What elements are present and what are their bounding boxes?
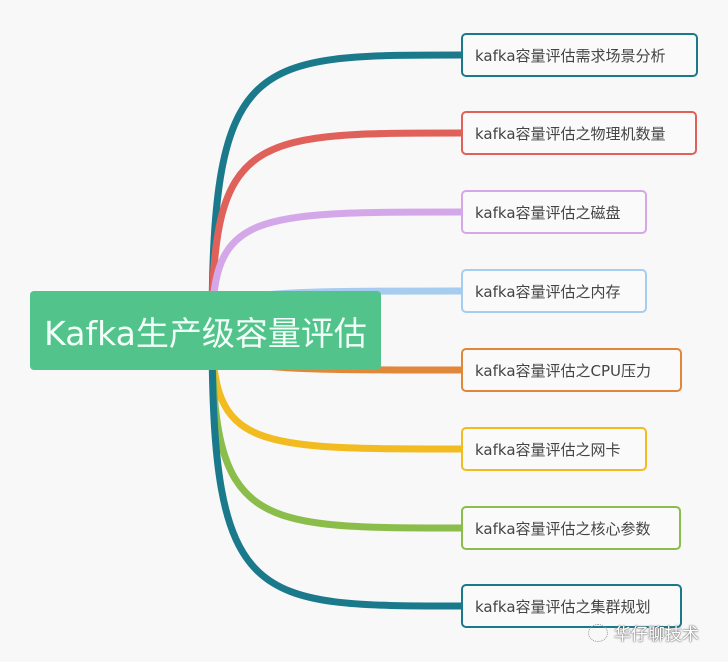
child-node[interactable]: kafka容量评估之物理机数量 <box>461 111 697 155</box>
branch-link <box>208 329 462 610</box>
child-node[interactable]: kafka容量评估之内存 <box>461 269 647 313</box>
child-node[interactable]: kafka容量评估之网卡 <box>461 427 647 471</box>
child-node[interactable]: kafka容量评估之CPU压力 <box>461 348 682 392</box>
root-node[interactable]: Kafka生产级容量评估 <box>30 291 381 370</box>
child-node[interactable]: kafka容量评估之集群规划 <box>461 584 682 628</box>
branch-link <box>208 208 462 331</box>
child-node[interactable]: kafka容量评估之核心参数 <box>461 506 681 550</box>
child-node[interactable]: kafka容量评估之磁盘 <box>461 190 647 234</box>
wechat-icon <box>588 623 608 642</box>
branch-link <box>208 129 462 331</box>
watermark-text: 华仔聊技术 <box>614 625 699 645</box>
watermark: 华仔聊技术 <box>588 620 699 645</box>
branch-link <box>208 51 462 331</box>
child-node[interactable]: kafka容量评估需求场景分析 <box>461 33 698 77</box>
